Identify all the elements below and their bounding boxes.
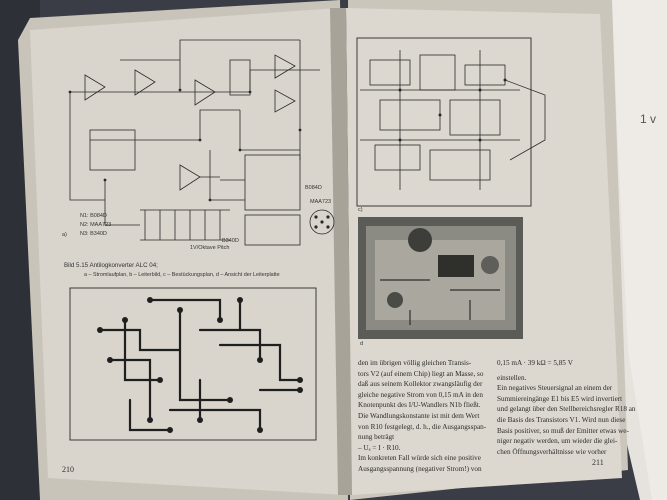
board-photo-wires <box>380 279 500 325</box>
col2-line: niger negativ werden, um wieder die glei… <box>497 437 618 446</box>
chip-label-b084d: B084D <box>305 185 322 191</box>
col1-line: Ausgangsspannung (negativer Strom!) von <box>358 464 482 473</box>
figure-caption-sub: a – Stromlaufplan, b – Leiterbild, c – B… <box>84 272 280 278</box>
board-photo-capacitor <box>387 292 403 308</box>
col1-line: nung beträgt <box>358 433 395 442</box>
col2-line: Summiereingänge E1 bis E5 wird invertier… <box>497 394 623 403</box>
figure-caption-title: Bild 5.15 Antilogkonverter ALC 04; <box>64 262 158 269</box>
col2-line: und gelangt über den Stellbereichsregler… <box>497 405 636 414</box>
col2-line: Ein negatives Steuersignal an einem der <box>497 384 613 393</box>
col1-line: Die Wandlungskonstante ist mit dem Wert <box>358 411 480 420</box>
board-photo-trimmer <box>481 256 499 274</box>
pcb-traces <box>98 298 302 432</box>
loose-paper-highlight <box>612 0 667 500</box>
col2-line: 0,15 mA · 39 kΩ = 5,85 V <box>497 359 573 367</box>
col1-line: tors V2 (auf einem Chip) liegt an Masse,… <box>358 369 484 378</box>
col1-line: – Uₐ = I · R10. <box>358 443 401 452</box>
gutter-shadow <box>330 8 352 495</box>
board-photo-ic <box>438 255 474 277</box>
col2-line: chen Öffnungsverhältnisse wie vorher <box>497 447 607 456</box>
schematic-label: a) <box>62 232 67 238</box>
side-note: 1 v <box>640 112 657 126</box>
right-col-1: den im übrigen völlig gleichen Transis- … <box>358 358 486 475</box>
layout-frame <box>356 37 532 207</box>
pitch-label: 1V/Oktave Pitch <box>190 245 230 251</box>
schematic-diagram <box>68 39 335 246</box>
pcb-frame <box>69 287 317 441</box>
photo-label: d <box>360 341 364 347</box>
col2-line: die Basis des Transistors V1. Wird nun d… <box>497 415 626 424</box>
pcb-pads <box>97 297 303 433</box>
col1-line: Im konkreten Fall würde sich eine positi… <box>358 454 481 463</box>
layout-label: c) <box>358 207 363 213</box>
col2-line: einstellen. <box>497 373 527 382</box>
col1-line: Knotenpunkt des I/U-Wandlers N1b fließt. <box>358 401 481 410</box>
board-photo-potentiometer <box>408 228 432 252</box>
legend-line-2: N2: MAA723 <box>80 222 112 228</box>
layout-dots <box>398 78 507 142</box>
legend-line-1: N1: B084D <box>80 213 107 219</box>
col1-line: daß aus seinem Kollektor zwangsläufig de… <box>358 380 483 389</box>
left-page-number: 210 <box>62 465 74 474</box>
right-page-number: 211 <box>592 458 604 467</box>
col1-line: den im übrigen völlig gleichen Transis- <box>358 359 472 367</box>
socket-label: MAA723 <box>310 199 332 205</box>
col1-line: gleiche negative Strom von 0,15 mA in de… <box>358 390 483 399</box>
right-col-2: 0,15 mA · 39 kΩ = 5,85 V einstellen. Ein… <box>497 358 636 457</box>
left-page <box>30 8 346 495</box>
chip-label-b340d: B340D <box>222 238 239 244</box>
col1-line: von R10 festgelegt, d. h., die Ausgangss… <box>358 422 487 431</box>
legend-line-3: N3: B340D <box>80 231 107 237</box>
col2-line: Basis positiver, so muß der Emitter etwa… <box>497 426 629 435</box>
